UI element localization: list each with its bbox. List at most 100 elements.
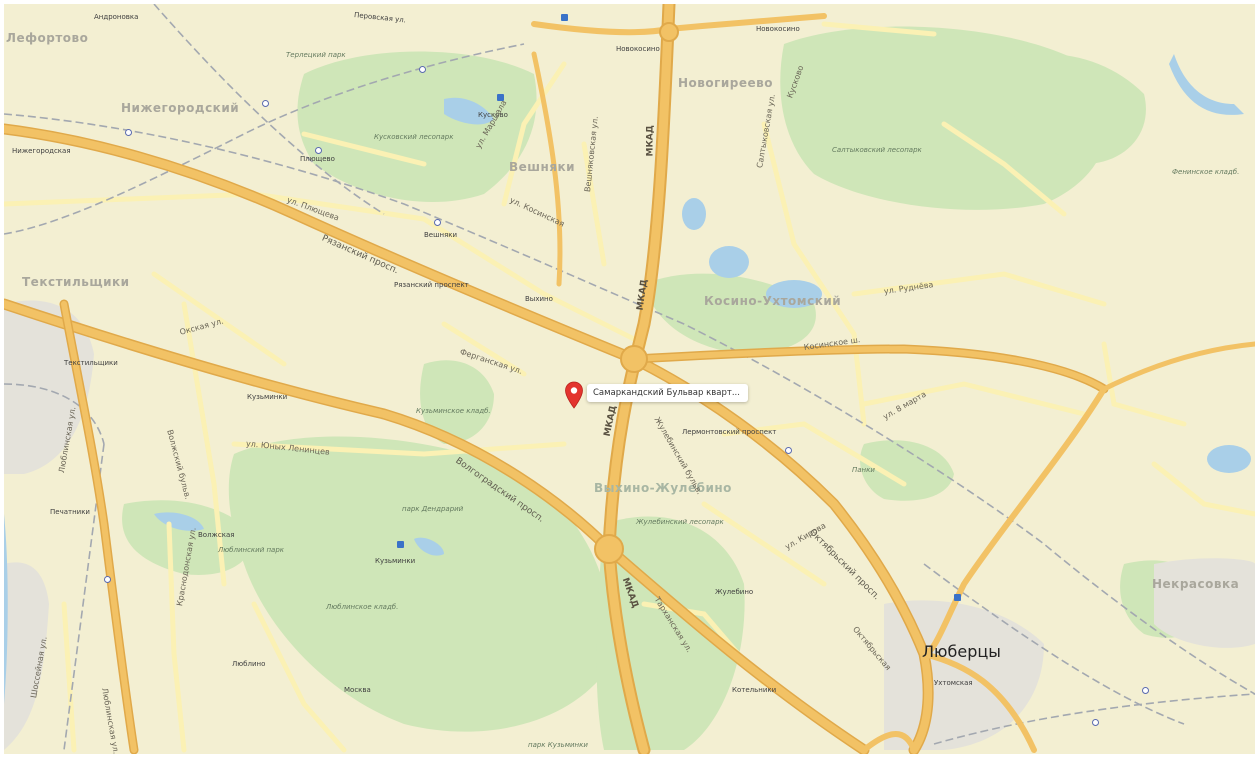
beloe-lake [709,246,749,278]
park-label: Салтыковский лесопарк [832,146,922,154]
railway-station-icon[interactable] [954,594,961,601]
veshnyakovskaya-road [531,51,563,287]
metro-station-icon[interactable] [125,129,132,136]
station-label: Текстильщики [64,359,118,367]
station-label: Лермонтовский проспект [682,428,777,436]
map-canvas[interactable] [4,4,1255,754]
museum-icon[interactable] [497,94,504,101]
interchanges-layer [594,22,679,564]
water-layer [4,54,1251,704]
rail-lyubertsy [923,563,1185,725]
station-label: Кусково [478,111,508,119]
novoryazanskoe-shosse [605,545,868,754]
lyublinskaya-street [61,301,137,753]
station-label: Плющево [300,155,335,163]
metro-station-icon[interactable] [262,100,269,107]
station-label: Печатники [50,508,90,516]
kuskovo-pond [444,97,494,125]
volgogradsky-prospekt [4,300,613,553]
rail-south [933,693,1255,745]
district-label: Текстильщики [22,275,130,289]
park-label: Панки [852,466,875,474]
district-label: Вешняки [509,160,576,174]
road-21 [941,121,1067,217]
station-label: Люблино [232,660,266,668]
lyubertsy-bypass [921,386,1107,657]
station-label: Ухтомская [934,679,973,687]
east-road [1101,341,1255,392]
metro-station-icon[interactable] [785,447,792,454]
road-13 [166,521,187,753]
road-22 [821,21,937,37]
rail-nw [4,43,525,235]
station-label: Рязанский проспект [394,281,469,289]
road-17 [1151,461,1255,517]
forest-east-area [994,54,1146,164]
road-5 [501,61,567,207]
road-4 [231,441,567,457]
road-2 [421,216,647,347]
station-label: Жулебино [715,588,754,596]
metro-station-icon[interactable] [419,66,426,73]
district-label: Нижегородский [121,101,240,115]
southwest-industrial [4,562,49,750]
chernoe-lake [682,198,706,230]
park-label: Люблинское кладб. [326,603,399,611]
district-label: Выхино-Жулебино [594,481,732,495]
station-label: Новокосино [616,45,660,53]
road-19 [441,321,527,377]
kuskovo-park-area [297,51,537,203]
station-label: Вешняки [424,231,458,239]
oktyabrsky-prospekt [630,355,933,754]
location-pin-icon[interactable] [564,381,584,411]
park-label: Люблинский парк [218,546,285,554]
kuzminsky-park-area [228,436,611,732]
rail-kazan [4,113,1255,695]
railway-station-icon[interactable] [561,14,568,21]
ryazansky-interchange [620,345,648,373]
volgogradsky-interchange [594,534,624,564]
road-label: МКАД [645,125,656,157]
lyubertsy-south-road [921,651,1037,753]
metro-station-icon[interactable] [104,576,111,583]
ryazansky-prospekt [4,125,638,363]
road-20 [301,131,427,167]
station-label: Москва [344,686,371,694]
road-16 [1101,341,1187,427]
park-label: Кусковский лесопарк [374,133,454,141]
park-label: Жулебинский лесопарк [636,518,724,526]
park-label: парк Кузьминки [528,741,588,749]
metro-station-icon[interactable] [315,147,322,154]
metro-station-icon[interactable] [1092,719,1099,726]
place-label: Андроновка [94,13,139,21]
moskva-river [4,514,8,704]
road-6 [581,141,607,267]
park-label: парк Дендрарий [402,505,464,513]
east-river [1169,54,1244,115]
kuzminskoe-cemetery-area [420,360,494,444]
metro-station-icon[interactable] [434,219,441,226]
green-east-area [860,440,954,501]
kuzminki-pond [414,537,444,556]
district-label: Лефортово [6,31,89,45]
road-3 [151,271,287,367]
station-label: Кузьминки [375,557,416,565]
lyublinsky-pond [154,512,204,531]
metro-station-icon[interactable] [1142,687,1149,694]
east-lake [1207,445,1251,473]
nekrasovka-industrial [1154,558,1255,648]
road-9 [861,381,1087,417]
marker-label[interactable]: Самаркандский Бульвар кварт... [587,384,748,402]
rail-west [4,383,105,445]
rail-layer [4,4,1255,751]
map-view[interactable]: Лефортово Нижегородский Новогиреево Вешн… [4,4,1255,754]
rail-north [153,4,385,215]
district-label: Новогиреево [678,76,774,90]
station-label: Выхино [525,295,553,303]
south-junction [861,731,917,753]
museum-icon[interactable] [397,541,404,548]
road-14 [61,601,77,753]
district-label: Некрасовка [1152,577,1240,591]
park-label: Кузьминское кладб. [416,407,491,415]
park-label: Терлецкий парк [286,51,346,59]
